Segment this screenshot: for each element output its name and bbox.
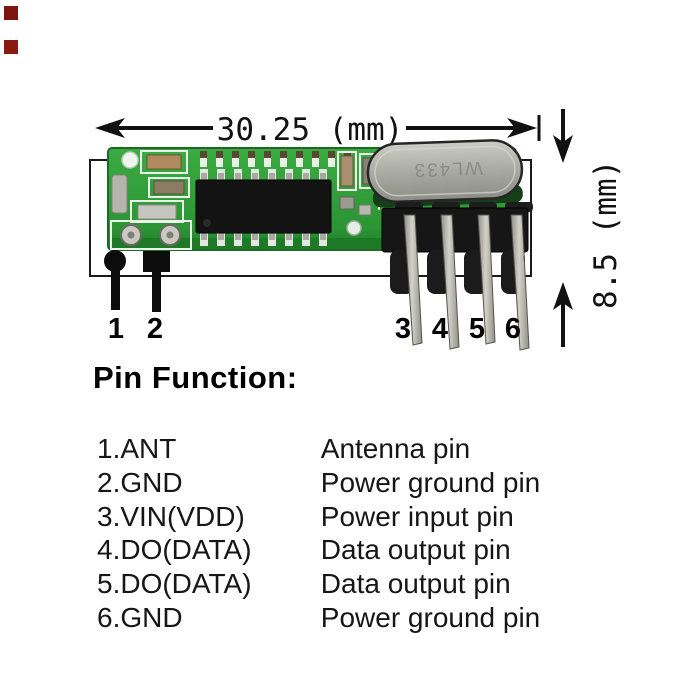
mounting-hole [121, 151, 139, 169]
width-dimension: 30.25 (mm) [95, 112, 541, 148]
crystal-can [366, 139, 524, 203]
pin-label-2: 2 [147, 313, 163, 345]
red-square-watermark [4, 6, 18, 20]
pin-row-6: 6.GND Power ground pin [97, 601, 540, 635]
height-dimension-label: 8.5 (mm) [588, 160, 624, 309]
red-square-watermark [4, 40, 18, 54]
pin3-vin-pin [403, 214, 423, 346]
rf-receiver-module: WL433 [104, 139, 533, 351]
arrowhead-left-icon [95, 118, 125, 138]
smd-resistor [153, 180, 185, 195]
width-dimension-label: 30.25 (mm) [217, 112, 404, 148]
pin-name: 5.DO(DATA) [97, 568, 252, 600]
header-metal-pins [403, 214, 530, 351]
test-pad [346, 220, 362, 236]
smd-component [339, 196, 355, 210]
pin-name: 6.GND [97, 601, 183, 633]
ic-body [195, 179, 332, 234]
pin-label-5: 5 [469, 313, 485, 345]
silkscreen-box [337, 151, 357, 191]
pad-hole [127, 231, 135, 239]
pin1-antenna-pin [104, 250, 126, 272]
crystal-marking: WL433 [412, 157, 483, 180]
pin-description: Data output pin [320, 568, 511, 600]
pin2-ground-pin [143, 251, 170, 272]
crystal-oscillator: WL433 [366, 139, 524, 208]
pin4-data-pin [440, 214, 460, 350]
module-dimension-diagram: 30.25 (mm) [89, 109, 624, 351]
ic-pin1-dot [203, 219, 211, 227]
height-dimension: 8.5 (mm) [553, 109, 624, 347]
pad-hole [166, 231, 174, 239]
arrowhead-right-icon [507, 118, 537, 138]
pin-header [381, 202, 533, 351]
pin-description: Data output pin [320, 534, 511, 566]
ic-chip [195, 169, 332, 246]
pin-description: Power ground pin [320, 601, 541, 633]
pin-label-1: 1 [108, 313, 124, 345]
pin-function-heading: Pin Function: [93, 360, 298, 395]
pin-name: 3.VIN(VDD) [97, 500, 245, 532]
left-pins [104, 250, 170, 312]
pin-description: Power input pin [320, 500, 514, 532]
pin-label-3: 3 [395, 313, 411, 345]
pin-number-labels: 1 2 3 4 5 6 [108, 313, 521, 345]
pin2-lead [152, 272, 161, 312]
pin-row-1: 1.ANT Antenna pin [97, 432, 540, 466]
header-body [381, 207, 529, 253]
arrowhead-up-icon [553, 282, 573, 310]
smd-capacitor [137, 204, 177, 220]
pcb-bottom-edge [110, 238, 514, 248]
smd-resistor [146, 154, 182, 170]
pin-name: 1.ANT [97, 433, 177, 464]
pin-row-3: 3.VIN(VDD) Power input pin [97, 500, 540, 534]
pin5-data-pin [477, 214, 496, 345]
pin-name: 4.DO(DATA) [97, 534, 252, 566]
pin6-ground-pin [510, 214, 530, 351]
pin-label-6: 6 [505, 313, 521, 345]
pin-description: Power ground pin [320, 466, 541, 498]
pin1-lead [111, 267, 120, 310]
pin-name: 2.GND [97, 466, 183, 498]
pin-description: Antenna pin [320, 433, 471, 464]
arrowhead-down-icon [553, 135, 573, 163]
smd-capacitor [111, 174, 128, 214]
smd-resistor [340, 155, 354, 187]
pin-row-5: 5.DO(DATA) Data output pin [97, 567, 540, 601]
silkscreen-box [110, 220, 192, 250]
pin-label-4: 4 [432, 313, 448, 345]
crystal-highlight [374, 145, 516, 197]
silkscreen-box [140, 150, 188, 174]
pin-row-4: 4.DO(DATA) Data output pin [97, 533, 540, 567]
pin-function-table: 1.ANT Antenna pin 2.GND Power ground pin… [97, 432, 540, 635]
smd-component [358, 204, 372, 216]
pin-row-2: 2.GND Power ground pin [97, 466, 540, 500]
silkscreen-box [148, 177, 190, 198]
ic-legs [201, 173, 326, 240]
